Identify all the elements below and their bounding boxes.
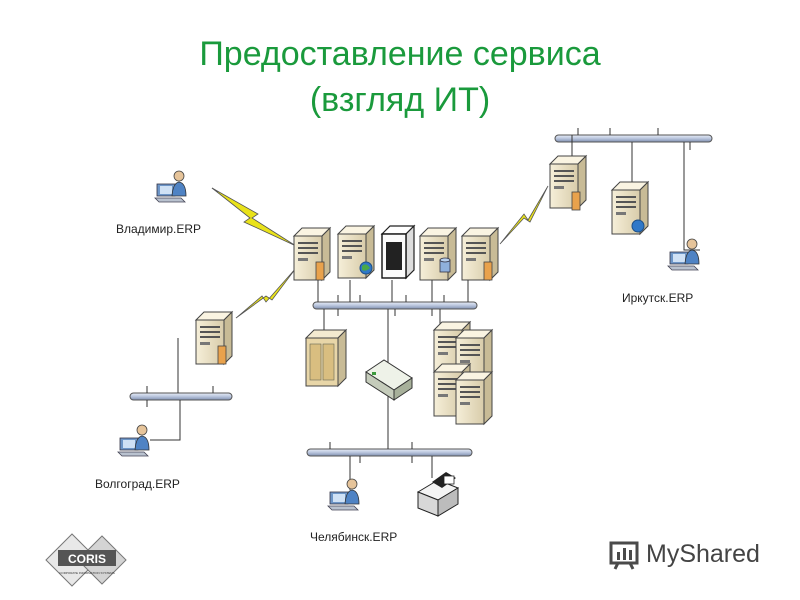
server-central-4 [419, 227, 457, 281]
server-volgograd [195, 311, 233, 365]
coris-logo: CORIS CORPORATE INFORMATION SYSTEMS [45, 533, 127, 587]
printer-icon [416, 472, 460, 517]
slide-title-line1: Предоставление сервиса [199, 35, 601, 73]
label-volgograd: Волгоград.ERP [95, 477, 180, 491]
bus-chelyabinsk [306, 448, 473, 457]
server-rack-stack [433, 321, 493, 425]
watermark-text: MyShared [646, 539, 760, 568]
label-vladimir: Владимир.ERP [116, 222, 202, 236]
link-volgograd [235, 267, 297, 319]
link-vladimir [211, 187, 297, 247]
bus-central [312, 301, 478, 310]
bus-ticks [146, 128, 691, 463]
server-central-3-dark [380, 224, 416, 280]
svg-text:CORPORATE INFORMATION SYSTEMS: CORPORATE INFORMATION SYSTEMS [59, 571, 115, 575]
bus-volgograd [129, 392, 233, 401]
label-irkutsk: Иркутск.ERP [622, 291, 694, 305]
server-irkutsk-1 [549, 155, 587, 209]
svg-text:CORIS: CORIS [68, 552, 106, 566]
network-switch [365, 359, 413, 401]
myshared-watermark: MyShared [608, 534, 760, 574]
server-central-5 [461, 227, 499, 281]
user-chelyabinsk [327, 478, 360, 511]
database-icon [439, 257, 451, 273]
chart-icon [609, 541, 639, 570]
bus-irkutsk [554, 134, 713, 143]
slide-title-line2: (взгляд ИТ) [309, 81, 491, 119]
link-irkutsk [499, 185, 549, 245]
user-volgograd [117, 424, 150, 457]
server-central-1 [293, 227, 331, 281]
storage-cabinet [304, 328, 348, 388]
label-chelyabinsk: Челябинск.ERP [310, 530, 398, 544]
user-vladimir [154, 170, 187, 203]
